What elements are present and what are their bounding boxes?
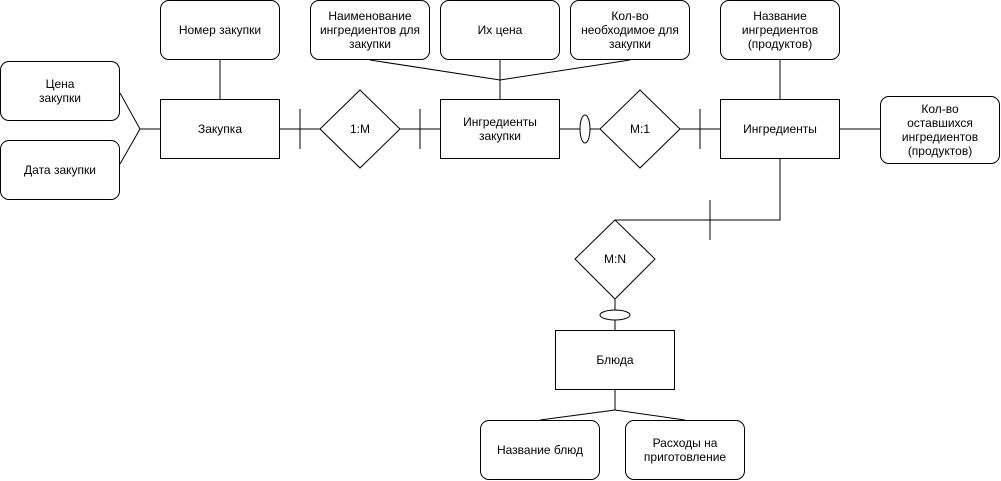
relationship-diamond-1m [319, 89, 401, 169]
optional-mark-dishes [599, 309, 631, 321]
relationship-diamond-mn [574, 219, 656, 300]
entity-ingredients: Ингредиенты [720, 99, 840, 159]
connector-pi-name-attr [369, 59, 501, 81]
attribute-their-price: Их цена [440, 0, 560, 60]
optional-mark-pi [579, 114, 591, 144]
connector-cooking-expenses [614, 409, 686, 421]
attribute-remaining-ingredients-count: Кол-во оставшихся ингредиентов (продукто… [880, 96, 1000, 164]
connector-purchase-date [119, 128, 141, 165]
attribute-purchase-number: Номер закупки [160, 0, 280, 60]
attribute-quantity-needed-for-purchase: Кол-во необходимое для закупки [570, 0, 690, 60]
connector-pi-qty-attr [499, 59, 631, 81]
relationship-label-1m: 1:M [349, 122, 370, 136]
relationship-label-mn: M:N [604, 252, 626, 266]
attribute-purchase-date: Дата закупки [0, 140, 120, 200]
relationship-label-m1: M:1 [629, 122, 650, 136]
attribute-ingredient-names-for-purchase: Наименование ингредиентов для закупки [310, 0, 430, 60]
entity-purchase-ingredients: Ингредиенты закупки [440, 99, 560, 159]
entity-purchase: Закупка [160, 99, 280, 159]
attribute-cooking-expenses: Расходы на приготовление [625, 420, 745, 480]
connector-dish-name [539, 409, 616, 421]
entity-dishes: Блюда [555, 330, 675, 390]
attribute-purchase-price: Цена закупки [0, 61, 120, 121]
connector-ingredients-rel-mn [615, 159, 781, 221]
attribute-dish-name: Название блюд [480, 420, 600, 480]
connector-purchase-price [119, 92, 141, 130]
relationship-diamond-m1 [599, 89, 681, 169]
attribute-ingredient-product-name: Название ингредиентов (продуктов) [720, 0, 840, 60]
